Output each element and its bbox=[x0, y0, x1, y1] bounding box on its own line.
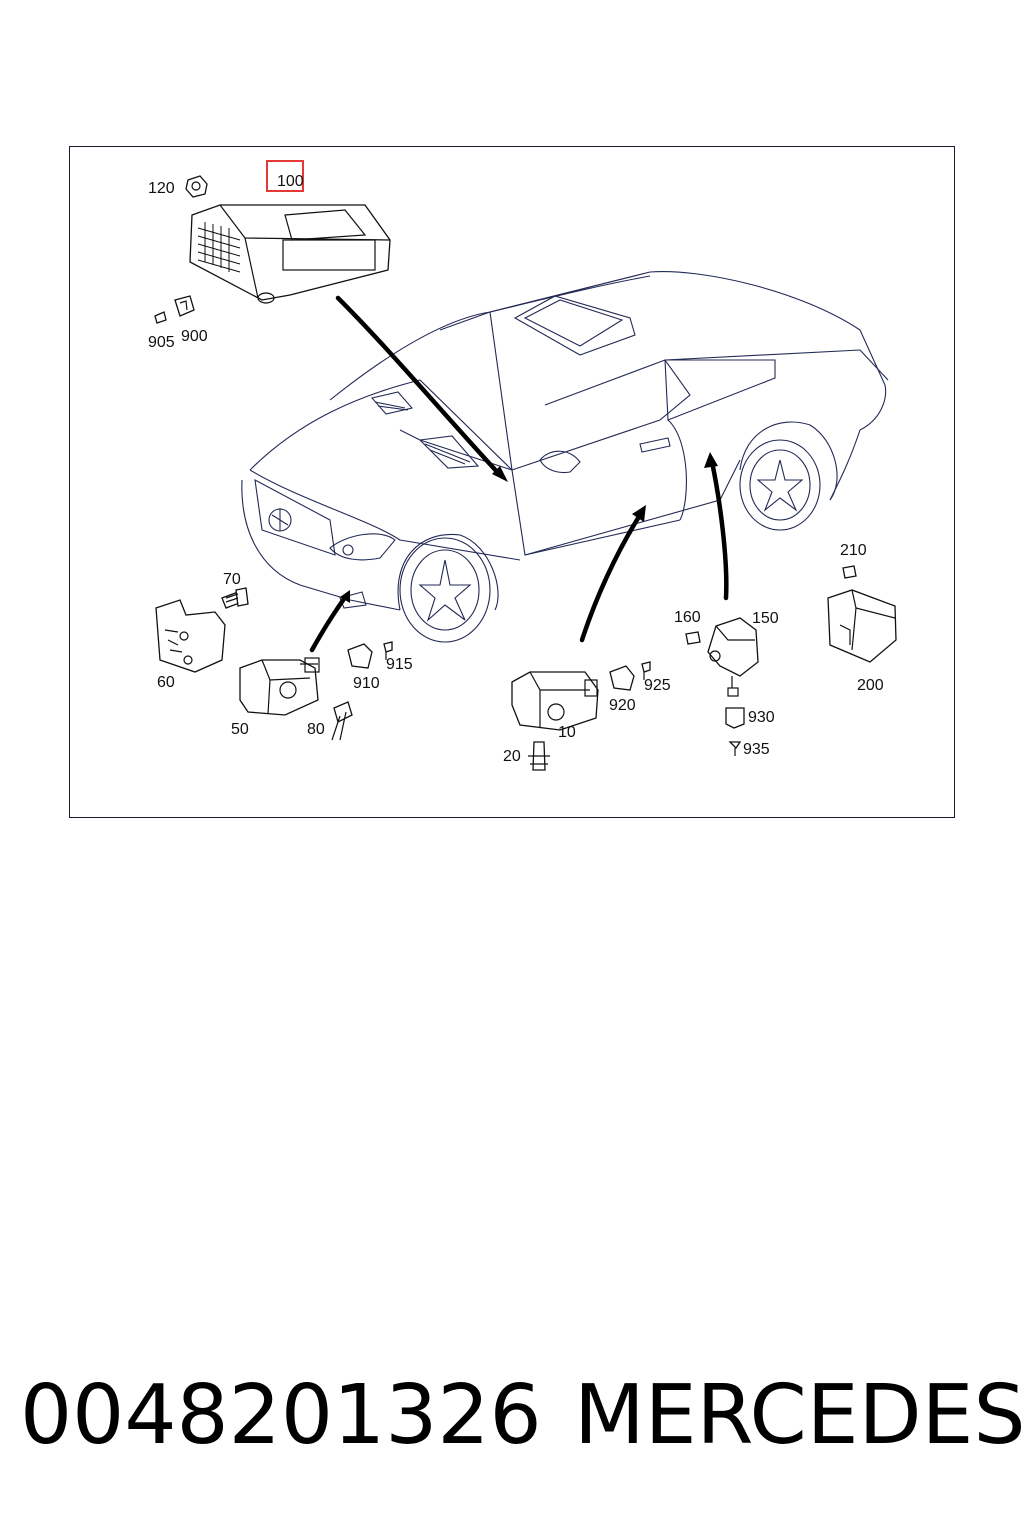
screw-925 bbox=[641, 661, 651, 680]
callout-160: 160 bbox=[674, 609, 701, 626]
callout-60: 60 bbox=[157, 674, 175, 691]
screw-905 bbox=[154, 311, 167, 324]
arrow-to-rear-sensor bbox=[709, 459, 729, 601]
callout-935: 935 bbox=[743, 741, 770, 758]
callout-920: 920 bbox=[609, 697, 636, 714]
callout-150: 150 bbox=[752, 610, 779, 627]
callout-915: 915 bbox=[386, 656, 413, 673]
sensor-150 bbox=[707, 617, 759, 697]
make-name: MERCEDES bbox=[574, 1368, 1024, 1463]
highlight-box-100 bbox=[266, 160, 304, 192]
connector-910 bbox=[347, 643, 373, 669]
connector-900 bbox=[174, 295, 195, 317]
bolt-80 bbox=[331, 701, 353, 741]
part-caption: 0048201326 MERCEDES bbox=[0, 1368, 1024, 1468]
bolt-20 bbox=[528, 741, 550, 771]
module-200 bbox=[827, 589, 897, 663]
callout-50: 50 bbox=[231, 721, 249, 738]
arrow-to-front-sensor bbox=[309, 593, 349, 653]
callout-120: 120 bbox=[148, 180, 175, 197]
arrow-to-control-unit bbox=[335, 295, 503, 478]
callout-210: 210 bbox=[840, 542, 867, 559]
pointer-arrows bbox=[309, 295, 729, 653]
sensor-10 bbox=[511, 671, 599, 731]
callout-70: 70 bbox=[223, 571, 241, 588]
bolt-70 bbox=[221, 587, 249, 609]
bracket-60 bbox=[155, 599, 226, 673]
control-unit-100 bbox=[189, 204, 391, 304]
callout-905: 905 bbox=[148, 334, 175, 351]
part-number: 0048201326 bbox=[20, 1368, 542, 1463]
callout-910: 910 bbox=[353, 675, 380, 692]
callout-100: 100 bbox=[277, 173, 304, 190]
callout-10: 10 bbox=[558, 724, 576, 741]
arrow-to-door-sensor bbox=[579, 512, 643, 643]
car-outline bbox=[241, 270, 889, 643]
screw-935 bbox=[728, 741, 742, 756]
screw-210 bbox=[842, 565, 857, 579]
connector-920 bbox=[609, 665, 635, 691]
callout-930: 930 bbox=[748, 709, 775, 726]
diagram-frame bbox=[69, 146, 955, 818]
nut-120 bbox=[185, 175, 208, 198]
connector-930 bbox=[725, 707, 745, 729]
parts-diagram: 120 100 905 900 70 60 50 80 910 915 10 2… bbox=[148, 160, 897, 771]
callout-80: 80 bbox=[307, 721, 325, 738]
screw-160 bbox=[685, 631, 701, 645]
callout-900: 900 bbox=[181, 328, 208, 345]
callout-200: 200 bbox=[857, 677, 884, 694]
callout-20: 20 bbox=[503, 748, 521, 765]
callout-925: 925 bbox=[644, 677, 671, 694]
sensor-50 bbox=[239, 657, 320, 716]
screw-915 bbox=[383, 641, 393, 660]
